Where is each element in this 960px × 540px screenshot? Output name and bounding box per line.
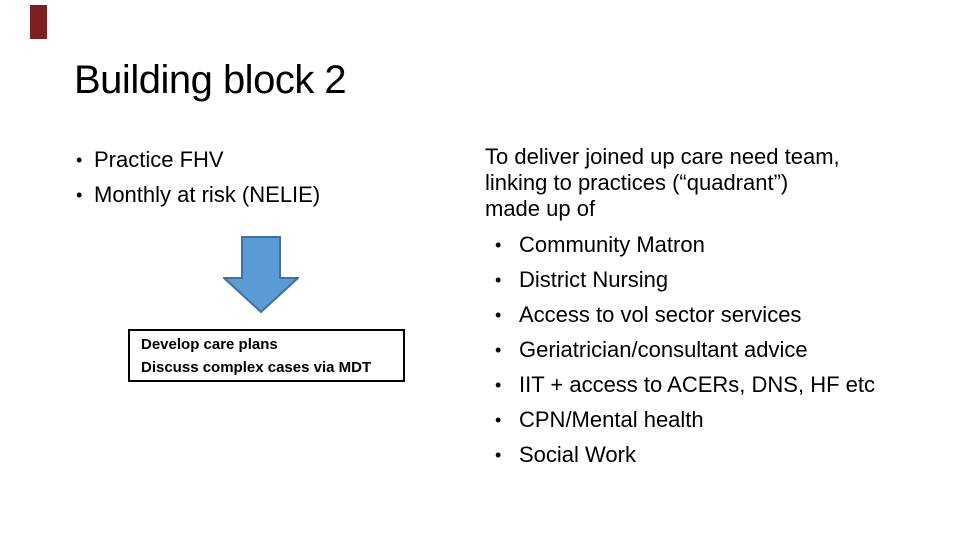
list-item: District Nursing xyxy=(495,262,915,297)
process-text-box: Develop care plans Discuss complex cases… xyxy=(128,329,405,382)
list-item: Social Work xyxy=(495,437,915,472)
bullet-icon xyxy=(495,341,509,359)
corner-accent-mark xyxy=(30,5,47,39)
bullet-text: District Nursing xyxy=(519,266,669,292)
bullet-icon xyxy=(495,271,509,289)
intro-line: made up of xyxy=(485,196,596,221)
bullet-icon xyxy=(76,186,94,204)
left-bullet-list: Practice FHV Monthly at risk (NELIE) xyxy=(76,142,320,212)
intro-line: To deliver joined up care need team, xyxy=(485,144,840,169)
right-bullet-list: Community Matron District Nursing Access… xyxy=(485,227,915,472)
down-arrow-icon xyxy=(223,236,299,313)
list-item: CPN/Mental health xyxy=(495,402,915,437)
slide-title: Building block 2 xyxy=(74,58,347,102)
bullet-icon xyxy=(495,306,509,324)
bullet-text: Social Work xyxy=(519,441,636,467)
bullet-text: Community Matron xyxy=(519,231,705,257)
bullet-icon xyxy=(495,446,509,464)
intro-line: linking to practices (“quadrant”) xyxy=(485,170,789,195)
bullet-text: Geriatrician/consultant advice xyxy=(519,336,808,362)
bullet-text: Practice FHV xyxy=(94,146,224,172)
list-item: Geriatrician/consultant advice xyxy=(495,332,915,367)
bullet-icon xyxy=(76,151,94,169)
list-item: IIT + access to ACERs, DNS, HF etc xyxy=(495,367,915,402)
bullet-icon xyxy=(495,411,509,429)
bullet-text: IIT + access to ACERs, DNS, HF etc xyxy=(519,371,875,397)
bullet-text: Access to vol sector services xyxy=(519,301,802,327)
bullet-text: Monthly at risk (NELIE) xyxy=(94,181,321,207)
bullet-text: CPN/Mental health xyxy=(519,406,704,432)
right-text-panel: To deliver joined up care need team, lin… xyxy=(485,144,915,472)
list-item: Community Matron xyxy=(495,227,915,262)
list-item: Monthly at risk (NELIE) xyxy=(76,177,320,212)
list-item: Access to vol sector services xyxy=(495,297,915,332)
process-box-line: Discuss complex cases via MDT xyxy=(141,358,372,376)
process-box-line: Develop care plans xyxy=(141,335,278,353)
bullet-icon xyxy=(495,376,509,394)
bullet-icon xyxy=(495,236,509,254)
list-item: Practice FHV xyxy=(76,142,320,177)
